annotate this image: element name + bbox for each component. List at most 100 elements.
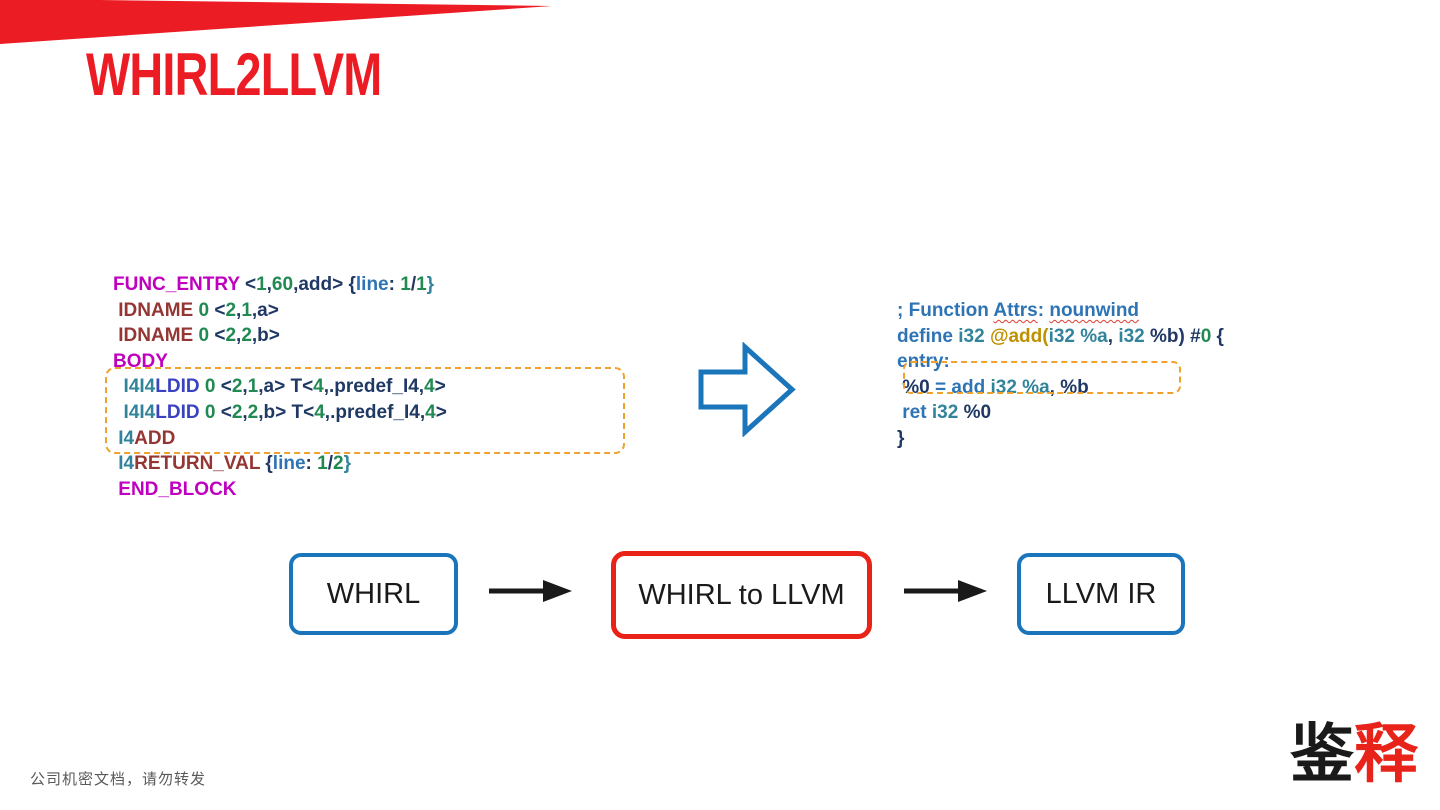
- code-token: 2: [333, 453, 344, 475]
- code-token: 1: [416, 274, 427, 295]
- code-line: I4I4LDID 0 <2,1,a> T<4,.predef_I4,4>: [113, 374, 447, 400]
- code-token: ,add> {: [293, 274, 356, 295]
- code-line: IDNAME 0 <2,2,b>: [113, 323, 447, 349]
- code-token: 2: [225, 325, 237, 347]
- code-token: /: [327, 453, 333, 475]
- code-token: 4: [314, 401, 325, 423]
- code-line: FUNC_ENTRY <1,60,add> {line: 1/1}: [113, 272, 447, 298]
- code-token: }: [897, 427, 905, 449]
- banner-wedge: [0, 0, 552, 44]
- code-line: entry:: [897, 349, 1224, 375]
- code-token: i32: [958, 325, 985, 347]
- code-line: BODY: [113, 349, 447, 375]
- code-token: :: [305, 453, 318, 475]
- code-token: <: [239, 274, 257, 295]
- code-token: ,b>: [251, 325, 280, 347]
- code-token: entry:: [897, 351, 950, 373]
- code-line: I4I4LDID 0 <2,2,b> T<4,.predef_I4,4>: [113, 400, 447, 426]
- code-token: >: [435, 401, 447, 423]
- code-token: ,: [242, 401, 248, 423]
- code-line: IDNAME 0 <2,1,a>: [113, 298, 447, 324]
- code-token: 4: [424, 376, 435, 398]
- code-token: ,: [236, 325, 242, 347]
- transform-arrow-icon: [698, 342, 796, 437]
- code-token: 0: [198, 325, 210, 347]
- code-token: 2: [231, 401, 243, 423]
- code-token: define: [897, 325, 953, 347]
- flow-box-llvm-ir-label: LLVM IR: [1045, 577, 1157, 610]
- code-token: Attrs: [993, 300, 1038, 321]
- code-token: 1: [400, 274, 411, 295]
- code-token: %a: [1022, 376, 1050, 398]
- code-token: ,: [236, 299, 242, 321]
- company-logo: 鉴释: [1290, 714, 1418, 794]
- code-token: /: [410, 274, 417, 295]
- code-token: }: [426, 274, 435, 295]
- code-token: :: [388, 274, 401, 295]
- code-token: 2: [247, 401, 259, 423]
- code-token: @add(: [989, 325, 1049, 347]
- code-token: 2: [241, 325, 252, 347]
- code-token: {: [1211, 325, 1224, 347]
- flow-box-whirl: WHIRL: [289, 553, 458, 635]
- code-line: END_BLOCK: [113, 477, 447, 503]
- code-token: 1: [241, 299, 252, 321]
- code-token: }: [343, 453, 351, 475]
- code-token: nounwind: [1049, 300, 1140, 321]
- code-token: I4I4: [113, 376, 156, 398]
- code-token: ,b> T<: [258, 401, 315, 423]
- code-token: 0: [204, 401, 216, 423]
- code-token: ,.predef_I4,: [324, 401, 426, 423]
- code-token: 0: [198, 299, 210, 321]
- code-token: ret: [897, 402, 927, 424]
- code-token: %0: [963, 402, 992, 424]
- code-token: 2: [225, 299, 237, 321]
- code-token: ,a>: [251, 299, 279, 321]
- code-token: i32: [931, 402, 959, 424]
- flow-arrow-icon: [904, 580, 987, 602]
- code-token: LDID: [155, 376, 200, 398]
- flow-box-llvm-ir: LLVM IR: [1017, 553, 1185, 635]
- confidential-note: 公司机密文档，请勿转发: [30, 772, 207, 788]
- code-line: %0 = add i32 %a, %b: [897, 375, 1224, 401]
- code-token: ,: [266, 274, 272, 295]
- flow-box-whirl-to-llvm: WHIRL to LLVM: [611, 551, 872, 639]
- code-token: i32: [990, 376, 1017, 398]
- code-line: }: [897, 426, 1224, 452]
- code-token: ,: [1107, 325, 1119, 347]
- code-token: RETURN_VAL: [134, 453, 261, 475]
- code-token: 60: [271, 274, 294, 295]
- code-line: I4ADD: [113, 426, 447, 452]
- code-token: ) #: [1178, 325, 1201, 347]
- code-token: :: [1037, 300, 1050, 321]
- code-token: FUNC_ENTRY: [113, 274, 240, 295]
- code-token: line: [355, 274, 389, 295]
- code-token: <: [215, 401, 232, 423]
- logo-char-black: 鉴: [1290, 718, 1354, 790]
- code-token: line: [272, 453, 306, 475]
- code-token: I4: [113, 453, 135, 475]
- code-token: ,a> T<: [258, 376, 314, 398]
- code-token: 2: [231, 376, 243, 398]
- code-token: {: [260, 453, 273, 475]
- flow-box-whirl-label: WHIRL: [326, 577, 421, 610]
- flow-arrow-icon: [489, 580, 572, 602]
- code-token: = add: [929, 376, 991, 398]
- code-token: ADD: [134, 427, 176, 449]
- code-token: IDNAME: [113, 325, 194, 347]
- code-token: %b: [1150, 325, 1179, 347]
- code-token: <: [209, 325, 226, 347]
- flow-box-whirl-to-llvm-label: WHIRL to LLVM: [638, 578, 845, 611]
- code-token: ,: [1049, 376, 1061, 398]
- code-token: %0: [897, 376, 930, 398]
- code-token: IDNAME: [113, 299, 194, 321]
- code-token: 1: [247, 376, 259, 398]
- code-token: BODY: [113, 350, 168, 372]
- code-line: I4RETURN_VAL {line: 1/2}: [113, 451, 447, 477]
- code-token: 0: [1200, 325, 1212, 347]
- code-token: 1: [256, 274, 267, 295]
- page-title: WHIRL2LLVM: [86, 41, 382, 108]
- whirl-code-block: FUNC_ENTRY <1,60,add> {line: 1/1} IDNAME…: [113, 272, 447, 502]
